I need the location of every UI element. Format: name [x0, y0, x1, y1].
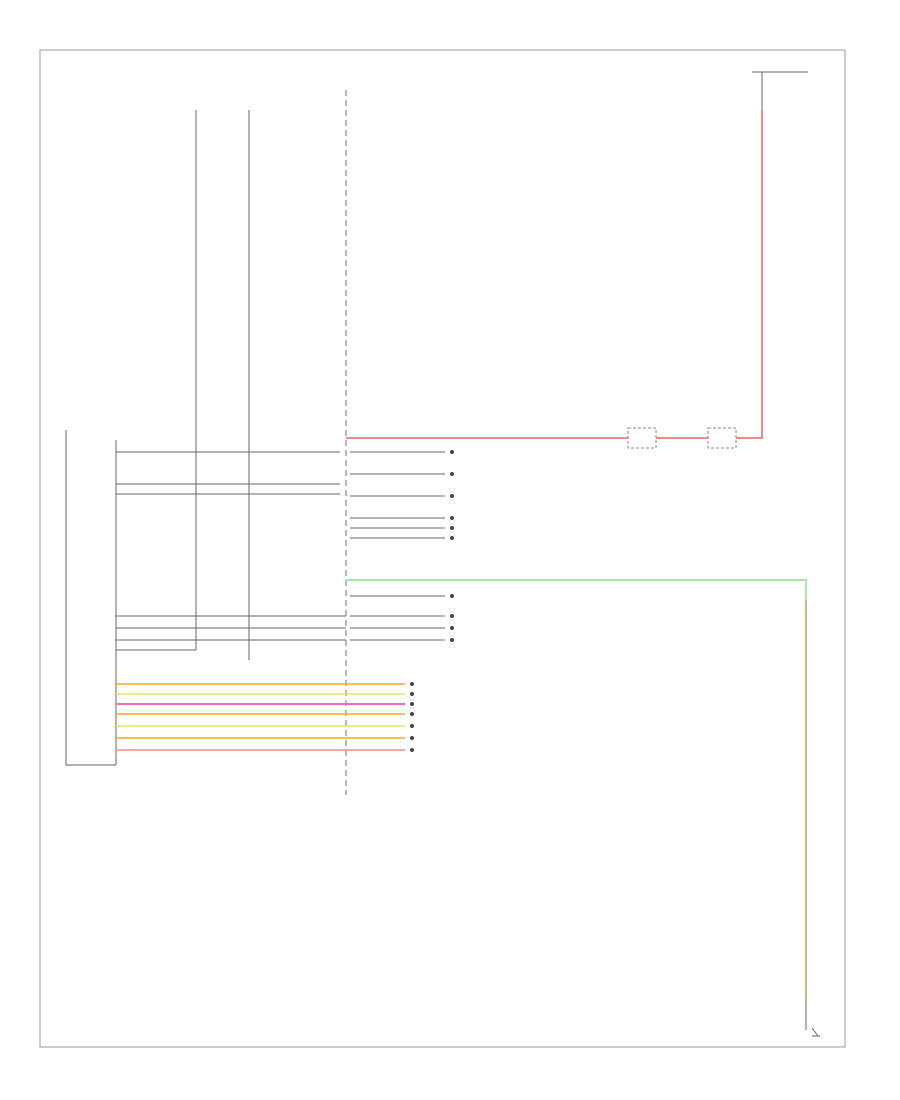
inline-connector-1 [627, 427, 657, 449]
pin-dot-group [410, 450, 454, 752]
colored-wire-bundle [116, 683, 405, 751]
green-signal-wire [346, 579, 807, 600]
gray-wire-group [116, 451, 346, 651]
inline-connector-2 [707, 427, 737, 449]
ground-symbol [811, 1027, 820, 1037]
red-power-wire-3 [736, 110, 763, 439]
module-bracket [65, 430, 116, 766]
stub-wire-group [350, 451, 445, 641]
diagram-frame [39, 49, 846, 1048]
